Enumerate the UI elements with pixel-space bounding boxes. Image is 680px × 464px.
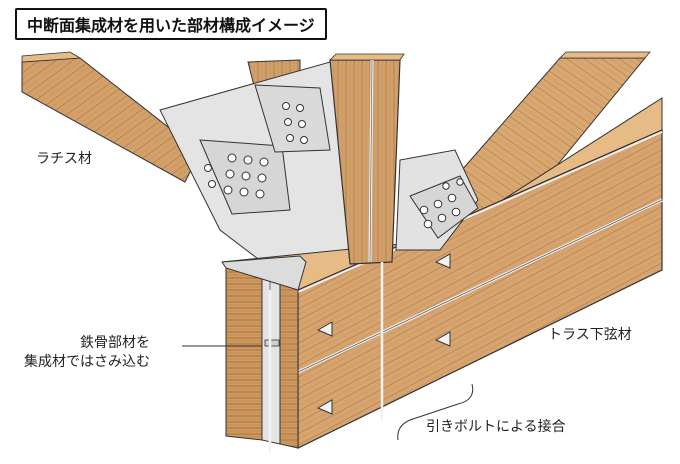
- bolt-group-left: [204, 102, 308, 199]
- label-steel-sandwich: 鉄骨部材を 集成材ではさみ込む: [24, 334, 150, 372]
- diagram-title-text: 中断面集成材を用いた部材構成イメージ: [27, 16, 315, 35]
- label-steel-line2: 集成材ではさみ込む: [24, 353, 150, 370]
- bolt-group-right: [419, 178, 464, 229]
- label-truss-lower-chord: トラス下弦材: [548, 327, 632, 343]
- diagonal-member-right: [439, 51, 651, 236]
- label-lattice: ラチス材: [36, 151, 92, 167]
- tension-bolts: [268, 262, 384, 452]
- diagram-title: 中断面集成材を用いた部材構成イメージ: [15, 8, 327, 40]
- chord-end-face: [221, 255, 307, 449]
- lattice-member-left: [21, 51, 201, 183]
- label-steel-line1: 鉄骨部材を: [80, 335, 150, 351]
- vertical-member: [329, 53, 405, 265]
- label-bolt-joint: 引きボルトによる接合: [426, 419, 566, 435]
- bolt-joint-bracket: [397, 383, 474, 441]
- bolt-pockets: [316, 253, 451, 415]
